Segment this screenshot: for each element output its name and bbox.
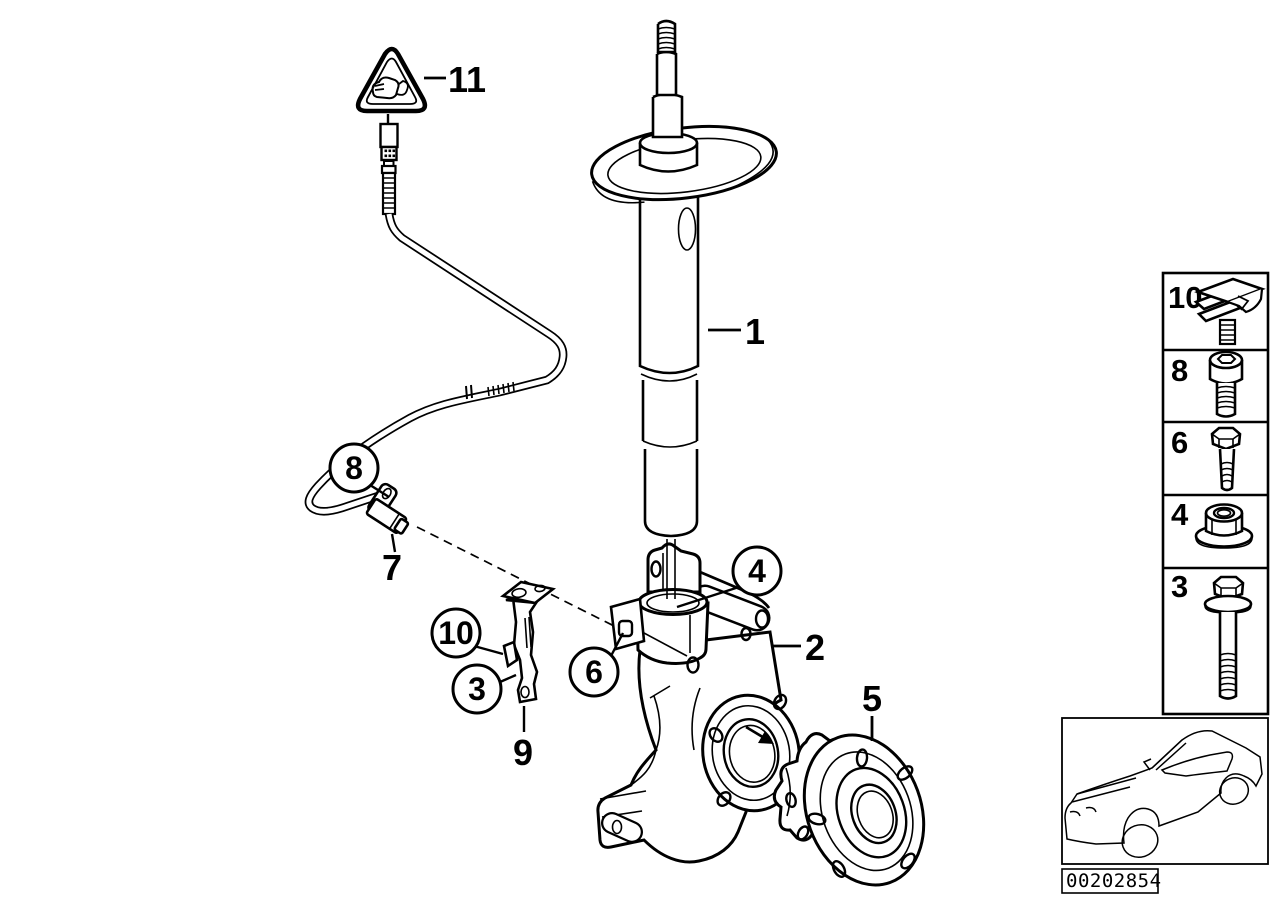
flange-lock-nut-icon — [1194, 503, 1254, 549]
cable-bracket — [500, 580, 556, 704]
part-number: 00202854 — [1066, 870, 1162, 892]
callout-1: 1 — [745, 311, 765, 352]
abs-sensor — [365, 482, 410, 535]
callouts: 11 1 2 5 7 9 8 10 3 6 4 — [328, 59, 882, 773]
callout-3: 3 — [468, 671, 486, 707]
callout-8: 8 — [345, 450, 363, 486]
front-strut — [590, 19, 778, 538]
legend-label-6: 6 — [1171, 425, 1188, 460]
steering-knuckle — [596, 539, 801, 864]
callout-7: 7 — [382, 547, 402, 588]
cable-clip-icon — [1193, 277, 1266, 346]
socket-head-bolt-icon — [1208, 350, 1244, 418]
callout-4: 4 — [748, 553, 766, 589]
abs-sensor-cable — [304, 114, 568, 516]
warning-triangle-icon — [355, 46, 428, 114]
legend-label-10: 10 — [1168, 280, 1202, 315]
wheel-hub — [772, 732, 926, 887]
part-number-box: 00202854 — [1061, 868, 1162, 894]
long-hex-bolt-icon — [1203, 575, 1253, 700]
hex-flange-bolt-icon — [1210, 426, 1242, 492]
callout-9: 9 — [513, 732, 533, 773]
callout-6: 6 — [585, 654, 603, 690]
legend: 10 8 6 4 3 — [1161, 271, 1270, 716]
legend-label-3: 3 — [1171, 569, 1188, 604]
callout-11: 11 — [448, 59, 486, 100]
legend-label-8: 8 — [1171, 353, 1188, 388]
vehicle-inset — [1061, 717, 1269, 865]
callout-10: 10 — [438, 615, 474, 651]
callout-2: 2 — [805, 627, 825, 668]
callout-5: 5 — [862, 678, 882, 719]
alignment-dashed-line — [416, 526, 625, 632]
legend-label-4: 4 — [1171, 497, 1189, 532]
vehicle-silhouette — [1064, 729, 1263, 858]
